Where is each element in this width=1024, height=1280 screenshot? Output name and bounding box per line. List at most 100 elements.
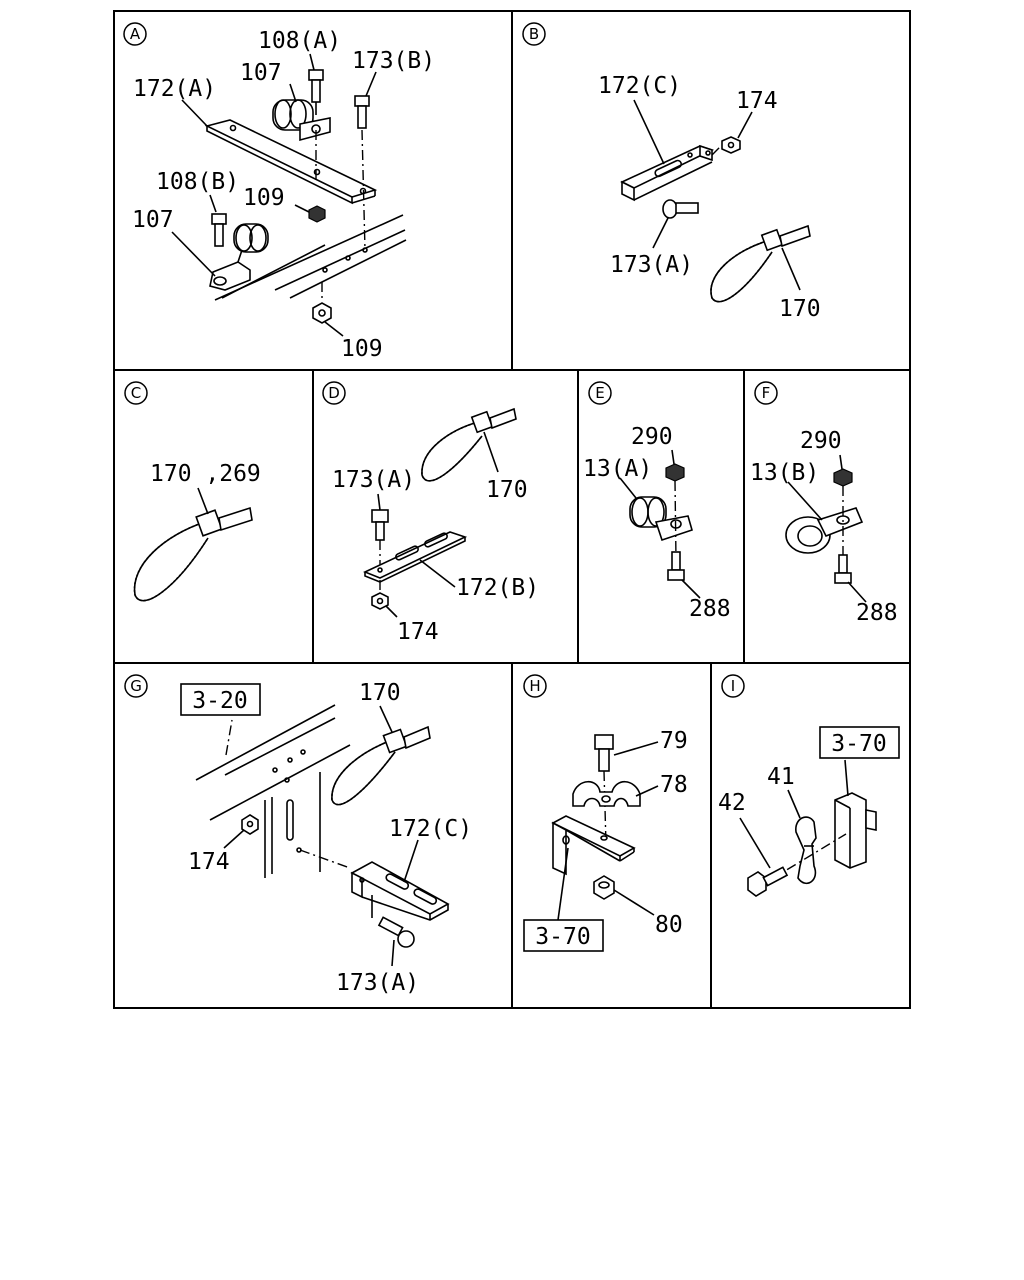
part-number-label: 170 ,269 — [150, 461, 261, 487]
reference-box: 3-70 — [523, 919, 604, 952]
leader-lines — [739, 759, 849, 869]
bolt-illustration — [594, 734, 614, 772]
reference-label: 3-70 — [831, 731, 886, 757]
frame-rail-illustration — [214, 214, 407, 301]
part-number-label: 173(B) — [352, 48, 435, 74]
bolt-illustration — [377, 916, 415, 948]
clamp-illustration — [795, 816, 817, 884]
cable-tie-illustration — [710, 224, 811, 303]
nut-illustration — [721, 136, 741, 154]
panel-badge-letter: C — [131, 384, 141, 402]
panel-badge-letter: G — [130, 677, 142, 695]
part-number-label: 13(A) — [583, 456, 652, 482]
part-number-label: 170 — [486, 477, 528, 503]
panel-b: B — [522, 22, 821, 322]
panel-badge-b: B — [522, 22, 546, 46]
part-number-label: 172(C) — [389, 816, 472, 842]
part-number-label: 13(B) — [750, 460, 819, 486]
bolt-illustration — [371, 509, 389, 541]
clip-illustration — [785, 507, 864, 554]
part-number-label: 108(B) — [156, 169, 239, 195]
reference-label: 3-70 — [535, 924, 590, 950]
part-number-label: 41 — [767, 764, 795, 790]
part-number-label: 174 — [188, 849, 230, 875]
panel-c: C 170 ,269 — [124, 381, 261, 602]
part-number-label: 288 — [689, 596, 731, 622]
clamp-illustration — [572, 780, 641, 807]
nut-illustration — [241, 814, 259, 835]
part-number-label: 172(A) — [133, 76, 216, 102]
reference-box: 3-20 — [180, 683, 261, 716]
bracket-illustration — [362, 531, 468, 583]
panel-badge-e: E — [588, 381, 612, 405]
clip-illustration — [209, 223, 269, 291]
leader-lines — [557, 741, 659, 921]
part-number-label: 107 — [132, 207, 174, 233]
part-number-label: 290 — [800, 428, 842, 454]
leader-lines — [171, 53, 377, 337]
bracket-illustration — [551, 815, 636, 876]
bracket-illustration — [620, 144, 715, 202]
bracket-illustration — [350, 861, 450, 921]
panel-badge-i: I — [721, 674, 745, 698]
panel-badge-letter: E — [595, 384, 604, 402]
frame-rail-illustration — [195, 704, 351, 878]
part-number-label: 108(A) — [258, 28, 341, 54]
cable-tie-illustration — [331, 725, 431, 806]
panel-i: I 3-70 41 42 — [718, 674, 900, 897]
part-number-label: 109 — [341, 336, 383, 362]
cable-tie-illustration — [421, 407, 517, 482]
bolt-illustration — [211, 213, 227, 247]
part-number-label: 173(A) — [610, 252, 693, 278]
panel-badge-a: A — [123, 22, 147, 46]
panel-e: E 290 13(A) 288 — [583, 381, 731, 622]
panel-f: F 290 13(B) 288 — [750, 381, 898, 626]
part-number-label: 174 — [397, 619, 439, 645]
panel-badge-c: C — [124, 381, 148, 405]
panel-h: H 3-70 — [523, 674, 688, 952]
bolt-illustration — [834, 554, 852, 584]
bolt-illustration — [354, 95, 370, 129]
panel-badge-d: D — [322, 381, 346, 405]
part-number-label: 290 — [631, 424, 673, 450]
bolt-illustration — [662, 199, 699, 219]
nut-illustration — [593, 875, 615, 900]
clip-illustration — [272, 99, 331, 142]
panel-badge-letter: F — [762, 384, 771, 402]
panel-badge-letter: D — [328, 384, 340, 402]
leader-lines — [787, 454, 867, 603]
part-number-label: 172(C) — [598, 73, 681, 99]
panel-badge-letter: A — [130, 25, 141, 43]
part-number-label: 173(A) — [336, 970, 419, 996]
panel-badge-g: G — [124, 674, 148, 698]
part-number-label: 107 — [240, 60, 282, 86]
part-number-label: 173(A) — [332, 467, 415, 493]
part-number-label: 78 — [660, 772, 688, 798]
part-number-label: 42 — [718, 790, 746, 816]
bracket-plate-illustration — [204, 119, 378, 205]
panel-badge-letter: H — [529, 677, 540, 695]
clip-illustration — [629, 496, 693, 542]
part-number-label: 170 — [779, 296, 821, 322]
panel-a: A — [123, 22, 435, 362]
leader-lines — [223, 705, 419, 967]
part-number-label: 288 — [856, 600, 898, 626]
part-number-label: 109 — [243, 185, 285, 211]
bracket-illustration — [834, 792, 877, 869]
panel-badge-letter: B — [529, 25, 539, 43]
panel-badge-f: F — [754, 381, 778, 405]
part-number-label: 80 — [655, 912, 683, 938]
cable-tie-illustration — [133, 506, 253, 602]
grid-frame — [113, 10, 911, 1009]
panel-d: D — [322, 381, 539, 645]
part-number-label: 172(B) — [456, 575, 539, 601]
leader-lines — [197, 487, 209, 515]
nut-illustration — [308, 205, 326, 223]
leader-lines — [377, 431, 499, 618]
bolt-illustration — [308, 69, 324, 115]
nut-illustration — [371, 592, 389, 610]
nut-illustration — [665, 463, 685, 482]
nut-illustration — [312, 302, 332, 324]
nut-illustration — [833, 468, 853, 487]
